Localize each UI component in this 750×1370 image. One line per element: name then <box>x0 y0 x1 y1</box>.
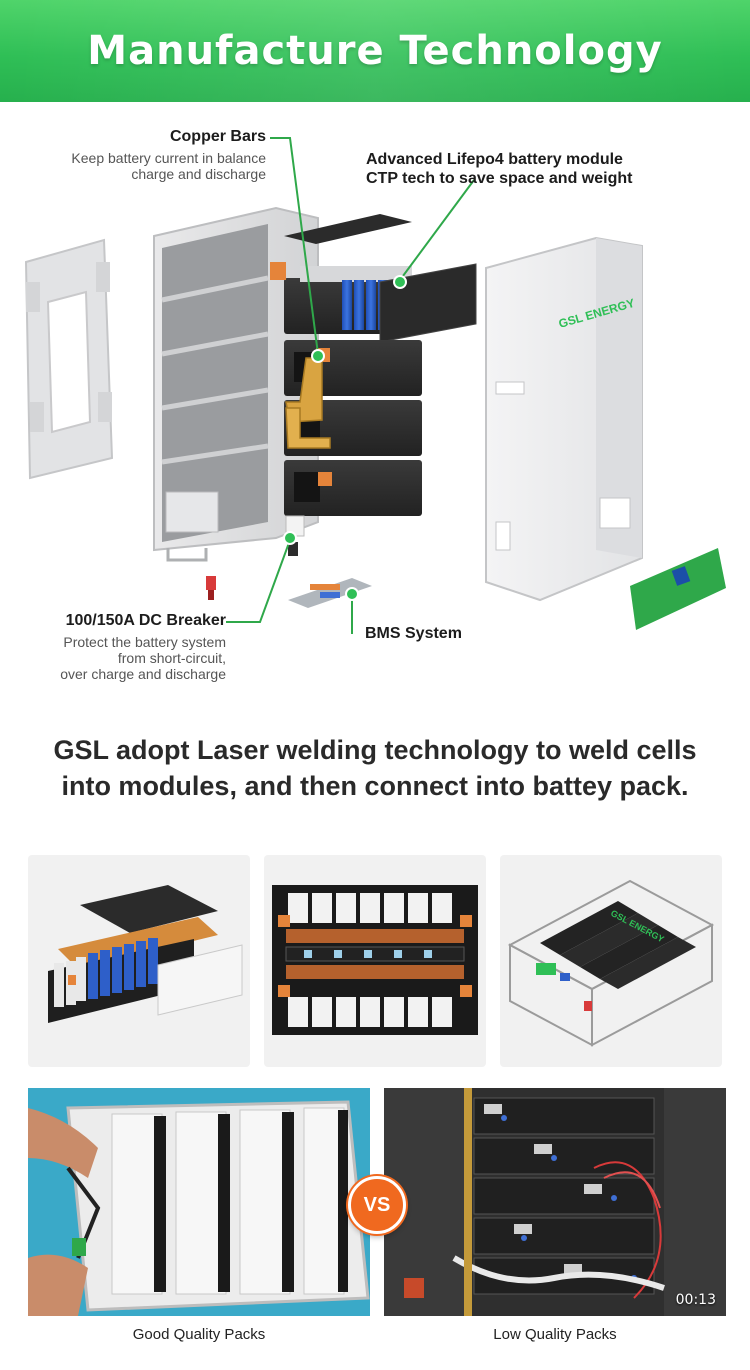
module-exploded-image <box>48 885 243 1023</box>
copper-bars-title: Copper Bars <box>169 128 266 145</box>
lifepo4-title-1: Advanced Lifepo4 battery module <box>366 151 623 168</box>
callout-bms-system: BMS System <box>365 625 462 643</box>
laser-welding-statement: GSL adopt Laser welding technology to we… <box>0 732 750 804</box>
top-lid <box>284 214 412 244</box>
gallery-card-module-exploded <box>28 855 250 1067</box>
lifepo4-title-2: CTP tech to save space and weight <box>366 170 633 187</box>
bms-title: BMS System <box>365 625 462 642</box>
quality-comparison: 00:13 VS Good Quality Packs Low Quality … <box>28 1088 726 1348</box>
display-panel <box>630 548 726 630</box>
copper-bars-desc-2: charge and discharge <box>131 166 266 182</box>
process-gallery: GSL ENERGY <box>28 855 722 1067</box>
breaker-desc-2: from short-circuit, <box>117 650 226 666</box>
statement-line-1: GSL adopt Laser welding technology to we… <box>53 735 697 765</box>
video-timestamp: 00:13 <box>675 1292 716 1308</box>
good-quality-caption: Good Quality Packs <box>132 1326 266 1343</box>
gallery-card-welded-module <box>264 855 486 1067</box>
callout-dots <box>283 275 407 601</box>
callout-copper-bars: Copper Bars Keep battery current in bala… <box>30 128 266 182</box>
breaker-desc-3: over charge and discharge <box>60 666 226 682</box>
breaker-desc-1: Protect the battery system <box>63 634 226 650</box>
battery-casing <box>153 206 319 562</box>
statement-line-2: into modules, and then connect into batt… <box>61 771 689 801</box>
exploded-illustration: GSL ENERGY <box>24 137 726 634</box>
good-quality-image <box>28 1088 370 1316</box>
vs-badge: VS <box>348 1176 406 1234</box>
breaker-title: 100/150A DC Breaker <box>65 612 226 629</box>
breaker-handle <box>206 576 216 590</box>
welded-module-image <box>272 885 478 1035</box>
low-quality-caption: Low Quality Packs <box>493 1326 617 1343</box>
callout-dc-breaker: 100/150A DC Breaker Protect the battery … <box>20 612 226 682</box>
header-banner: Manufacture Technology <box>0 0 750 102</box>
front-cover: GSL ENERGY <box>485 236 643 602</box>
gallery-card-pack-assembly: GSL ENERGY <box>500 855 722 1067</box>
module-stack <box>270 262 477 516</box>
good-pack-illustration <box>28 1088 370 1316</box>
exploded-battery-diagram: GSL ENERGY Copper Bars Keep battery curr… <box>0 102 750 702</box>
page-title: Manufacture Technology <box>87 28 663 74</box>
low-pack-illustration <box>384 1088 726 1316</box>
mounting-bracket <box>24 238 114 480</box>
callout-lifepo4-module: Advanced Lifepo4 battery module CTP tech… <box>366 150 726 188</box>
low-quality-image: 00:13 <box>384 1088 726 1316</box>
leader-lines <box>226 137 475 634</box>
pack-assembly-image: GSL ENERGY <box>507 879 715 1047</box>
copper-bars-desc-1: Keep battery current in balance <box>71 150 266 166</box>
